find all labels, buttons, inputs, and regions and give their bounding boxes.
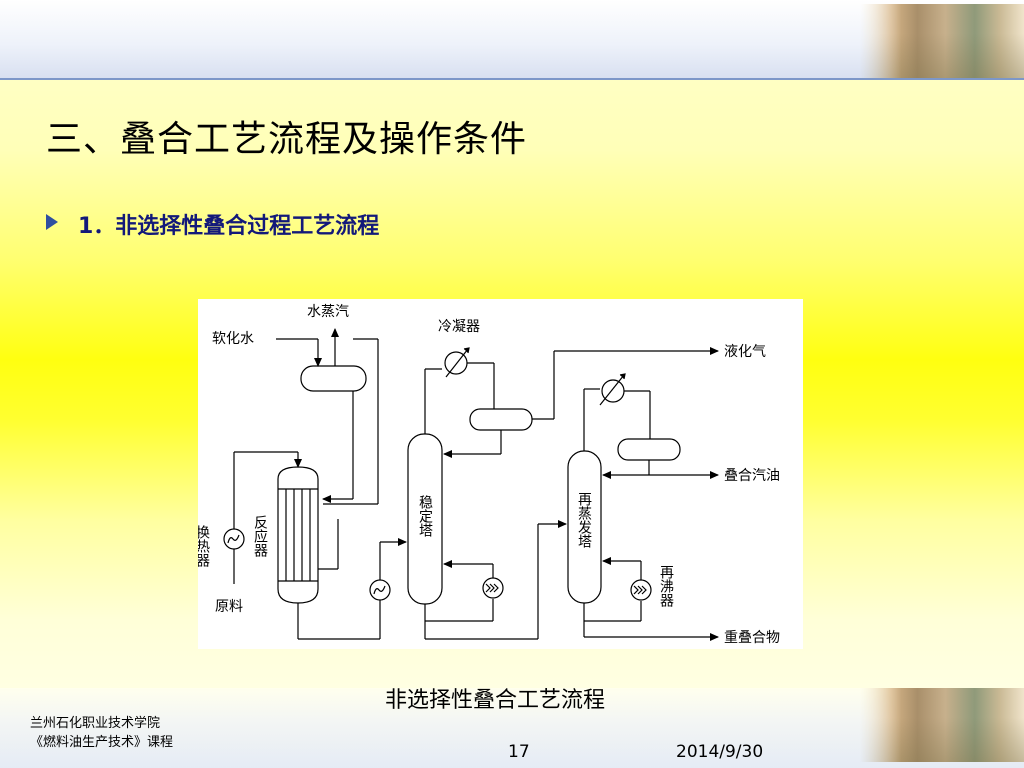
footer-org: 兰州石化职业技术学院 《燃料油生产技术》课程 — [30, 714, 173, 752]
label-polymer-gasoline: 叠合汽油 — [724, 468, 780, 484]
label-condenser: 冷凝器 — [438, 319, 480, 335]
label-reactor: 反应器 — [252, 515, 268, 557]
page-number: 17 — [508, 742, 530, 762]
reflux-drum-2 — [617, 438, 681, 461]
footer-photo — [860, 688, 1024, 762]
label-feed: 原料 — [215, 599, 243, 615]
diagram-caption: 非选择性叠合工艺流程 — [384, 688, 605, 713]
steam-drum — [300, 365, 367, 392]
reboiler-1-symbol — [482, 577, 504, 599]
header-band — [0, 0, 1024, 80]
reboiler-2-symbol — [630, 579, 652, 601]
slide-date: 2014/9/30 — [676, 742, 764, 762]
label-stabilizer: 稳定塔 — [417, 495, 433, 537]
heat-exchanger-symbol — [223, 528, 245, 550]
reactor-vessel — [277, 466, 319, 604]
bullet-item: 1．非选择性叠合过程工艺流程 — [46, 208, 379, 240]
footer-org-line2: 《燃料油生产技术》课程 — [30, 735, 174, 750]
label-soft-water: 软化水 — [212, 331, 254, 347]
label-steam: 水蒸汽 — [307, 304, 349, 320]
header-photo — [860, 4, 1024, 78]
label-heavy-polymer: 重叠合物 — [724, 630, 780, 646]
label-reboiler: 再沸器 — [658, 565, 674, 607]
label-redistillation: 再蒸发塔 — [576, 492, 592, 548]
label-liquefied-gas: 液化气 — [724, 344, 766, 360]
bullet-text: 1．非选择性叠合过程工艺流程 — [78, 214, 380, 239]
slide-title: 三、叠合工艺流程及操作条件 — [46, 119, 528, 160]
footer-band — [0, 688, 1024, 768]
exchanger-2-symbol — [369, 579, 391, 601]
label-heat-exchanger: 换热器 — [198, 524, 210, 567]
reflux-drum-1 — [469, 408, 533, 431]
process-flow-diagram: 水蒸汽 软化水 冷凝器 液化气 叠合汽油 重叠合物 换热器 反应器 稳定塔 再蒸… — [198, 299, 803, 649]
footer-org-line1: 兰州石化职业技术学院 — [30, 716, 161, 731]
arrow-bullet-icon — [46, 214, 58, 230]
header-rule — [0, 78, 1024, 80]
